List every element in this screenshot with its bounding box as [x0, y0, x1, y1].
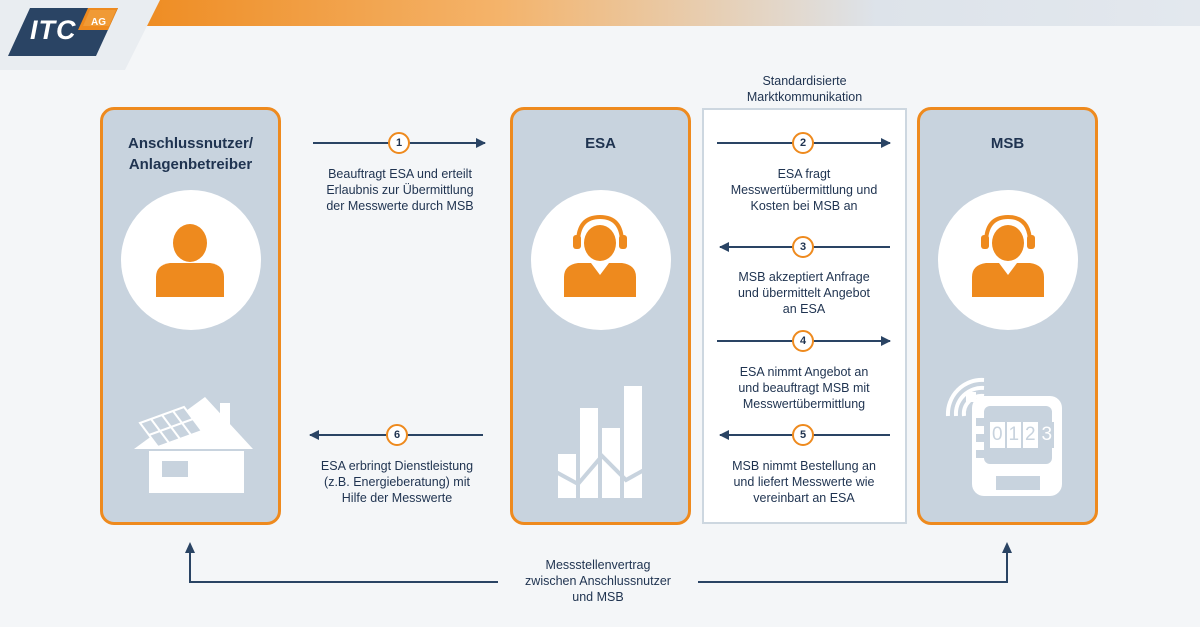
step-text-3: MSB akzeptiert Anfrage und übermittelt A… — [704, 269, 904, 317]
logo-suffix: AG — [91, 17, 106, 28]
bar-chart-icon — [555, 386, 645, 498]
label-line-1: Standardisierte — [762, 74, 847, 88]
step-number-3: 3 — [792, 236, 814, 258]
step-line: und beauftragt MSB mit — [738, 381, 870, 395]
step-line: Beauftragt ESA und erteilt — [328, 167, 472, 181]
step-line: der Messwerte durch MSB — [326, 199, 474, 213]
step-line: ESA fragt — [777, 167, 831, 181]
contract-line: Messstellenvertrag — [545, 558, 651, 572]
person-icon — [156, 224, 224, 297]
step-line: an ESA — [782, 302, 826, 316]
contract-line: und MSB — [572, 590, 624, 604]
step-line: (z.B. Energieberatung) mit — [324, 475, 470, 489]
column-title-esa: ESA — [585, 135, 616, 152]
logo[interactable] — [0, 0, 160, 70]
step-line: MSB akzeptiert Anfrage — [738, 270, 870, 284]
headset-person-icon — [972, 214, 1044, 297]
label-line-2: Marktkommunikation — [746, 90, 863, 104]
step-line: ESA nimmt Angebot an — [739, 365, 869, 379]
step-number-2: 2 — [792, 132, 814, 154]
column-title-anschlussnutzer: Anschlussnutzer/ Anlagenbetreiber — [103, 133, 278, 175]
meter-digit: 1 — [1006, 422, 1021, 448]
step-line: Hilfe der Messwerte — [341, 491, 453, 505]
title-line-1: Anschlussnutzer/ — [127, 135, 254, 152]
step-line: Messwertübermittlung — [742, 397, 866, 411]
step-number-1: 1 — [388, 132, 410, 154]
meter-digit: 0 — [990, 422, 1005, 448]
meter-digit: 3 — [1039, 422, 1054, 448]
step-line: und liefert Messwerte wie — [733, 475, 875, 489]
step-text-1: Beauftragt ESA und erteilt Erlaubnis zur… — [300, 166, 500, 214]
title-line-2: Anlagenbetreiber — [128, 156, 253, 173]
step-text-4: ESA nimmt Angebot an und beauftragt MSB … — [704, 364, 904, 412]
step-line: ESA erbringt Dienstleistung — [320, 459, 474, 473]
contract-label: Messstellenvertrag zwischen Anschlussnut… — [498, 557, 698, 605]
step-line: MSB nimmt Bestellung an — [732, 459, 876, 473]
step-text-6: ESA erbringt Dienstleistung (z.B. Energi… — [297, 458, 497, 506]
step-text-5: MSB nimmt Bestellung an und liefert Mess… — [704, 458, 904, 506]
logo-text: ITC — [30, 15, 77, 45]
step-line: Erlaubnis zur Übermittlung — [326, 183, 474, 197]
step-line: vereinbart an ESA — [753, 491, 855, 505]
column-title-msb: MSB — [990, 135, 1025, 152]
contract-line: zwischen Anschlussnutzer — [525, 574, 671, 588]
headset-person-icon — [564, 214, 636, 297]
step-line: Messwertübermittlung und — [730, 183, 878, 197]
meter-digits: 0 1 2 3 — [990, 422, 1054, 448]
step-number-6: 6 — [386, 424, 408, 446]
step-line: Kosten bei MSB an — [750, 199, 858, 213]
header-bar — [120, 0, 1200, 26]
meter-digit: 2 — [1023, 422, 1038, 448]
solar-house-icon — [134, 397, 253, 493]
step-line: und übermittelt Angebot — [737, 286, 871, 300]
market-communication-box — [702, 108, 907, 524]
step-text-2: ESA fragt Messwertübermittlung und Koste… — [704, 166, 904, 214]
step-number-5: 5 — [792, 424, 814, 446]
step-number-4: 4 — [792, 330, 814, 352]
market-communication-label: Standardisierte Marktkommunikation — [702, 73, 907, 105]
